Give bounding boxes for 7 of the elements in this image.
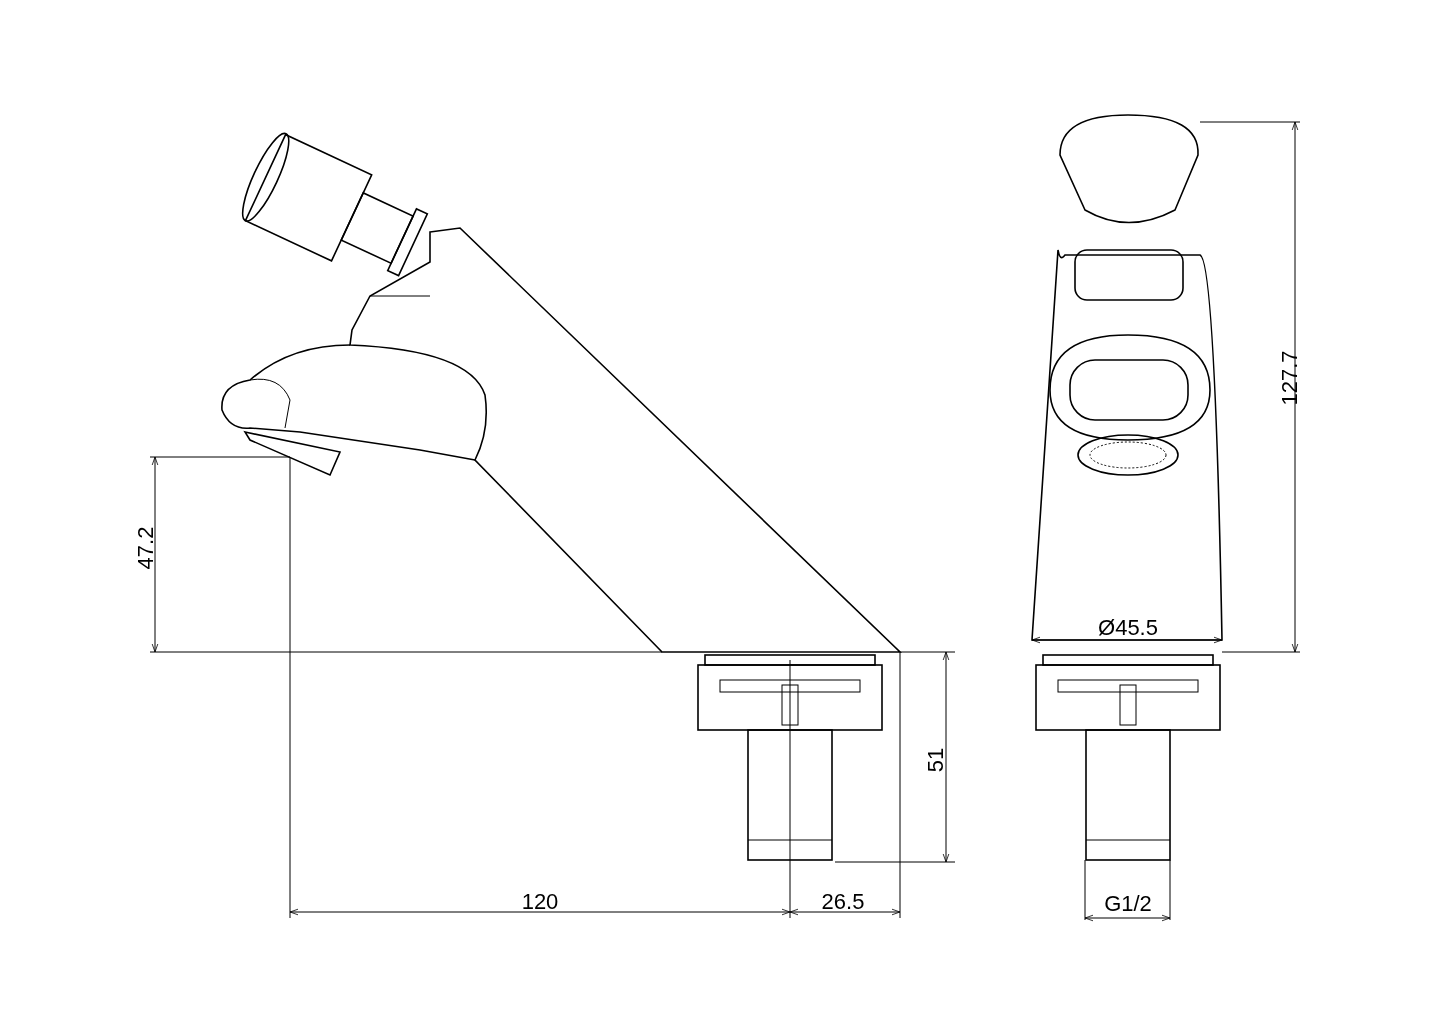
dimension-label: 26.5	[821, 891, 865, 913]
dimension-label: G1/2	[1104, 893, 1152, 915]
dimension-label: 51	[925, 747, 947, 773]
dimension-label: Ø45.5	[1098, 617, 1158, 639]
dimension-label: 120	[521, 891, 559, 913]
dimension-label: 127.7	[1279, 350, 1301, 406]
dimension-label: 47.2	[135, 526, 157, 570]
